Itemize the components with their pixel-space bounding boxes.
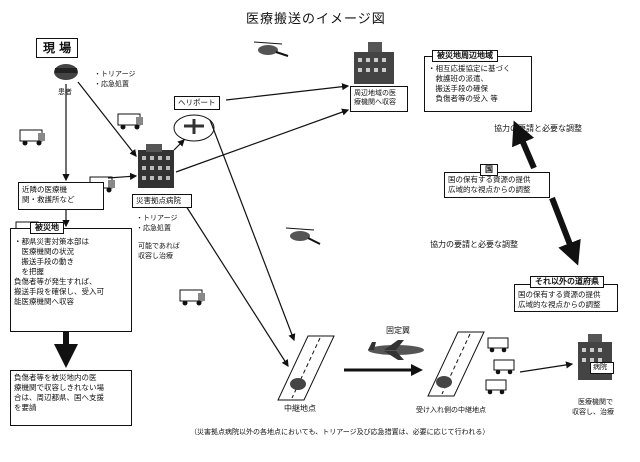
arrow-hospital-to-surrounding [175,108,350,173]
relay-point-runway [277,335,335,401]
national-tab: 国 [480,164,498,176]
national-box: 国の保有する資源の提供 広域的な視点からの調整 [444,172,550,198]
arrow-nearby-to-hospital [107,172,138,181]
ambulance-icon [19,129,45,146]
coordination-label-1: 協力の要請と必要な調整 [494,124,582,133]
nearby-facilities-box: 近隣の医療機 関・救護所など [18,182,104,210]
helicopter-icon [285,227,321,245]
arrow-national-to-surrounding [512,120,537,170]
triage-label-1: ・トリアージ [94,70,136,78]
other-prefectures-box: 国の保有する資源の提供 広域的な視点からの調整 [514,284,618,312]
relay-point-label: 中継地点 [284,404,316,413]
other-prefectures-tab: それ以外の道府県 [530,276,604,288]
receiving-relay-label: 受け入れ側の中継地点 [416,406,486,414]
fixed-wing-plane-icon [368,340,424,360]
surrounding-hospital-building-icon [354,42,394,84]
base-hospital-label: 災害拠点病院 [132,194,192,208]
arrow-hospital-to-relay [185,205,289,368]
patient-icon [54,64,78,80]
receiving-relay-runway [427,331,485,397]
fixed-wing-label: 固定翼 [386,326,410,335]
ambulance-icon [179,289,205,306]
emergency-care-label-1: ・応急処置 [94,80,129,88]
disaster-area-box: ・都県災害対策本部は 医療機関の状況 搬送手段の動き を把握 負傷者等が発生すれ… [10,228,132,332]
page-title: 医療搬送のイメージ図 [246,12,386,27]
ambulance-icon [117,113,143,130]
scene-label: 現 場 [36,38,79,58]
nearby-line: 近隣の医療機 [22,185,67,194]
disaster-area-tab: 被災地 [30,222,64,234]
capable-line-1: 可能であれば [138,242,180,250]
arrow-heliport-to-surrounding [225,83,350,101]
arrow-national-to-other [549,196,581,266]
final-hospital-line-1: 医療機関で [578,398,613,406]
surrounding-hospital-box: 周辺地域の医 療機関へ収容 [350,86,408,112]
capable-line-2: 収容し治療 [138,252,173,260]
footnote: （災害拠点病院以外の各地点においても、トリアージ及び応急措置は、必要に応じて行わ… [190,428,490,436]
helicopter-icon [253,41,289,57]
coordination-label-2: 協力の要請と必要な調整 [430,240,518,249]
triage-label-2: ・トリアージ [136,214,178,222]
surrounding-region-tab: 被災地周辺地域 [432,50,498,62]
ambulance-icon [485,379,507,395]
ambulance-icon [487,337,509,353]
emergency-care-label-2: ・応急処置 [136,224,171,232]
heliport-icon [173,114,215,142]
arrow-patient-to-hospital [77,81,137,157]
patient-label: 患者 [58,88,72,96]
surrounding-region-box: ・相互応援協定に基づく 救護班の派遣、 搬送手段の確保 負傷者等の受入 等 [424,56,532,112]
nearby-line: 関・救護所など [22,195,75,204]
hospital-label-box: 病院 [590,362,614,374]
heliport-label: ヘリポート [174,96,220,110]
support-request-box: 負傷者等を被災地内の医 療機関で収容しきれない場 合は、周辺都県、国へ支援 を要… [10,370,132,426]
ambulance-icon [493,359,515,375]
arrow-receiving-to-hospital [519,361,574,373]
base-hospital-building-icon [138,144,174,188]
arrow-hospital-to-heliport [173,139,185,151]
arrow-heliport-to-relay [209,119,296,342]
final-hospital-line-2: 収容し、治療 [572,408,614,416]
